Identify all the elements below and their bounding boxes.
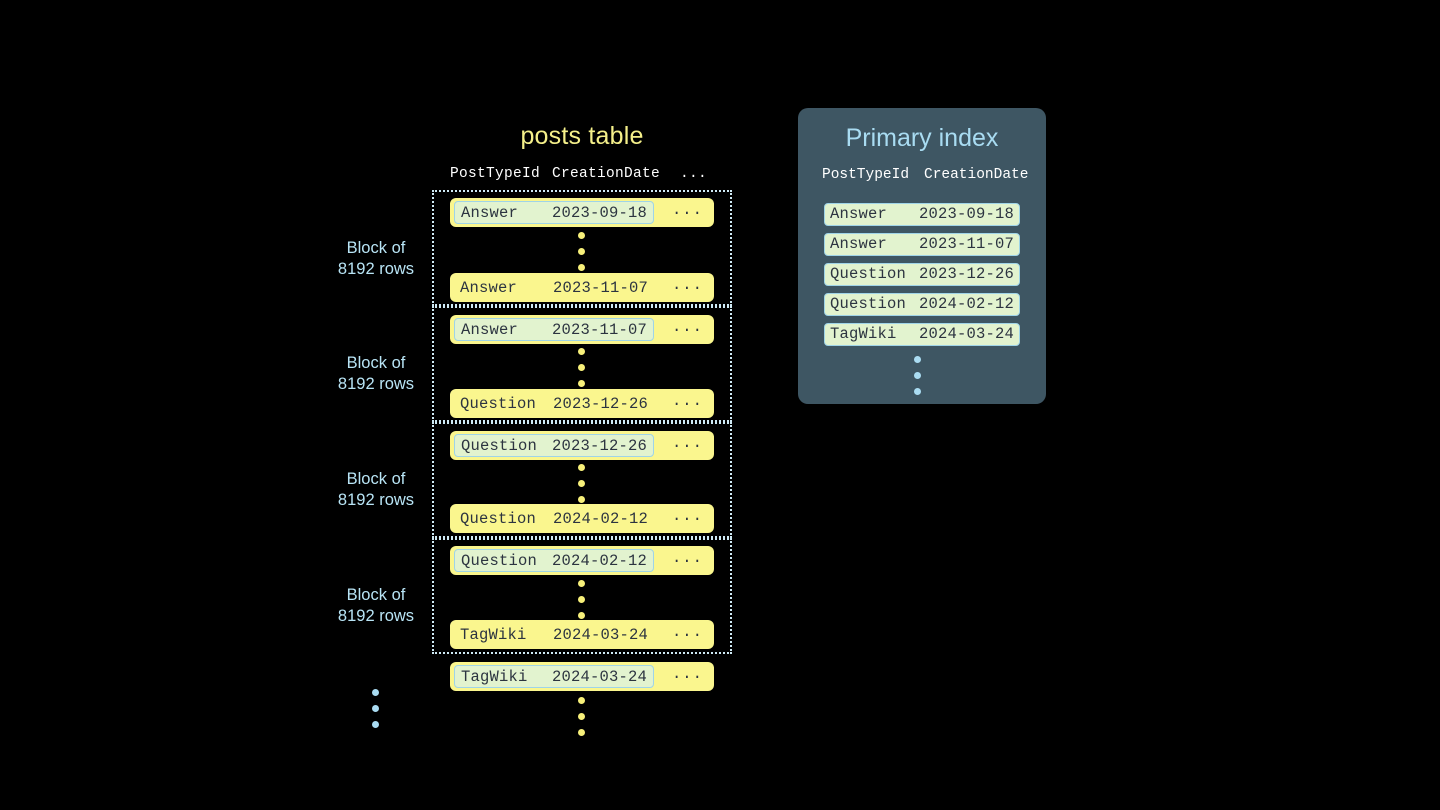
row-cells: Question 2023-12-26 bbox=[454, 392, 654, 415]
cell-creationdate: 2023-11-07 bbox=[551, 320, 647, 339]
cell-creationdate: 2023-11-07 bbox=[552, 278, 648, 297]
table-row: TagWiki 2024-03-24 ... bbox=[450, 620, 714, 649]
cell-ellipsis: ... bbox=[672, 623, 703, 641]
block-label-1: Block of 8192 rows bbox=[306, 238, 446, 280]
index-column-header-creationdate: CreationDate bbox=[924, 167, 1029, 183]
cell-creationdate: 2024-02-12 bbox=[552, 509, 648, 528]
cell-creationdate: 2024-03-24 bbox=[918, 325, 1014, 343]
cell-posttypeid: TagWiki bbox=[830, 325, 897, 343]
cell-creationdate: 2023-12-26 bbox=[552, 394, 648, 413]
cell-ellipsis: ... bbox=[672, 318, 703, 336]
cell-posttypeid: TagWiki bbox=[461, 667, 528, 686]
row-highlight-box: Answer 2023-11-07 bbox=[454, 318, 654, 341]
posts-table-title: posts table bbox=[520, 122, 644, 150]
row-continuation-dots bbox=[578, 348, 588, 396]
index-row: Answer 2023-11-07 bbox=[824, 233, 1020, 256]
row-cells: Answer 2023-11-07 bbox=[454, 276, 654, 299]
cell-posttypeid: Answer bbox=[460, 278, 518, 297]
table-row: Answer 2023-11-07 ... bbox=[450, 315, 714, 344]
block-label-4-line1: Block of bbox=[346, 586, 406, 604]
primary-index-panel: Primary index PostTypeId CreationDate An… bbox=[798, 108, 1046, 404]
table-row: Answer 2023-11-07 ... bbox=[450, 273, 714, 302]
cell-creationdate: 2024-03-24 bbox=[552, 625, 648, 644]
table-row: TagWiki 2024-03-24 ... bbox=[450, 662, 714, 691]
cell-posttypeid: Question bbox=[830, 295, 907, 313]
table-row: Question 2024-02-12 ... bbox=[450, 504, 714, 533]
row-highlight-box: Question 2024-02-12 bbox=[454, 549, 654, 572]
block-container-4 bbox=[432, 538, 732, 654]
cell-ellipsis: ... bbox=[672, 392, 703, 410]
cell-ellipsis: ... bbox=[672, 665, 703, 683]
cell-posttypeid: Answer bbox=[830, 235, 888, 253]
row-highlight-box: Answer 2023-09-18 bbox=[454, 201, 654, 224]
block-container-1 bbox=[432, 190, 732, 306]
block-label-4-line2: 8192 rows bbox=[337, 607, 415, 625]
row-highlight-box: TagWiki 2024-03-24 bbox=[454, 665, 654, 688]
table-row: Question 2023-12-26 ... bbox=[450, 389, 714, 418]
block-container-3 bbox=[432, 422, 732, 538]
primary-index-column-headers: PostTypeId CreationDate bbox=[798, 167, 1046, 187]
table-row: Answer 2023-09-18 ... bbox=[450, 198, 714, 227]
column-header-creationdate: CreationDate bbox=[552, 166, 661, 182]
cell-ellipsis: ... bbox=[672, 507, 703, 525]
index-row: Answer 2023-09-18 bbox=[824, 203, 1020, 226]
cell-ellipsis: ... bbox=[672, 434, 703, 452]
row-cells: Question 2024-02-12 bbox=[454, 507, 654, 530]
cell-creationdate: 2024-02-12 bbox=[551, 551, 647, 570]
row-continuation-dots bbox=[578, 464, 588, 512]
cell-creationdate: 2023-11-07 bbox=[918, 235, 1014, 253]
row-continuation-dots bbox=[578, 232, 588, 280]
cell-posttypeid: TagWiki bbox=[460, 625, 527, 644]
index-continuation-dots bbox=[914, 356, 924, 404]
cell-posttypeid: Question bbox=[461, 551, 538, 570]
cell-creationdate: 2024-03-24 bbox=[551, 667, 647, 686]
block-label-2-line1: Block of bbox=[346, 354, 406, 372]
cell-posttypeid: Question bbox=[460, 509, 537, 528]
index-row: TagWiki 2024-03-24 bbox=[824, 323, 1020, 346]
cell-ellipsis: ... bbox=[672, 276, 703, 294]
cell-posttypeid: Question bbox=[830, 265, 907, 283]
blocks-continuation-dots bbox=[372, 689, 382, 737]
cell-posttypeid: Question bbox=[460, 394, 537, 413]
index-row: Question 2023-12-26 bbox=[824, 263, 1020, 286]
block-label-1-line2: 8192 rows bbox=[337, 260, 415, 278]
table-row: Question 2023-12-26 ... bbox=[450, 431, 714, 460]
row-continuation-dots bbox=[578, 580, 588, 628]
row-highlight-box: Question 2023-12-26 bbox=[454, 434, 654, 457]
block-label-3: Block of 8192 rows bbox=[306, 469, 446, 511]
cell-posttypeid: Answer bbox=[461, 203, 519, 222]
block-container-2 bbox=[432, 306, 732, 422]
block-label-4: Block of 8192 rows bbox=[306, 585, 446, 627]
block-label-1-line1: Block of bbox=[346, 239, 406, 257]
table-continuation-dots bbox=[578, 697, 588, 745]
index-row: Question 2024-02-12 bbox=[824, 293, 1020, 316]
block-label-3-line2: 8192 rows bbox=[337, 491, 415, 509]
cell-creationdate: 2023-09-18 bbox=[551, 203, 647, 222]
cell-posttypeid: Answer bbox=[461, 320, 519, 339]
cell-creationdate: 2024-02-12 bbox=[918, 295, 1014, 313]
block-label-3-line1: Block of bbox=[346, 470, 406, 488]
cell-creationdate: 2023-12-26 bbox=[918, 265, 1014, 283]
block-label-2: Block of 8192 rows bbox=[306, 353, 446, 395]
cell-creationdate: 2023-09-18 bbox=[918, 205, 1014, 223]
cell-ellipsis: ... bbox=[672, 201, 703, 219]
row-cells: TagWiki 2024-03-24 bbox=[454, 623, 654, 646]
cell-posttypeid: Question bbox=[461, 436, 538, 455]
index-column-header-posttypeid: PostTypeId bbox=[822, 167, 910, 183]
table-row: Question 2024-02-12 ... bbox=[450, 546, 714, 575]
cell-ellipsis: ... bbox=[672, 549, 703, 567]
block-label-2-line2: 8192 rows bbox=[337, 375, 415, 393]
column-header-posttypeid: PostTypeId bbox=[450, 166, 541, 182]
column-header-ellipsis: ... bbox=[680, 166, 708, 182]
posts-table-column-headers: PostTypeId CreationDate ... bbox=[432, 166, 732, 186]
cell-posttypeid: Answer bbox=[830, 205, 888, 223]
cell-creationdate: 2023-12-26 bbox=[551, 436, 647, 455]
primary-index-title: Primary index bbox=[845, 124, 999, 152]
